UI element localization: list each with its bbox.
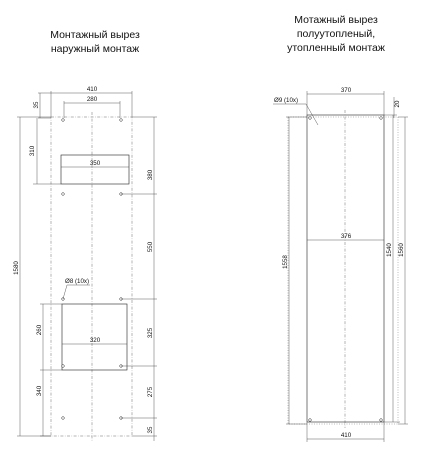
dim-380: 380 [147,169,154,180]
right-hole-callout: Ø9 (10x) [274,97,298,104]
left-top-cutout [60,154,130,185]
dim-20: 20 [394,100,401,107]
dim-325: 325 [147,327,154,338]
right-outer-frame [287,116,399,425]
hole-leader [62,284,68,300]
dim-35-bottom: 35 [147,426,154,433]
left-bottom-cutout [61,303,128,371]
dim-260: 260 [36,324,43,335]
left-hole [119,118,123,122]
right-drawing: Ø9 (10x) 370 20 376 1558 1540 1560 410 [273,87,408,442]
right-title: Мотажный вырез полуутопленый, утопленный… [287,14,385,54]
left-hole [61,416,65,420]
left-title: Монтажный вырез наружный монтаж [50,29,140,55]
left-hole [61,364,65,368]
dim-370: 370 [341,87,352,94]
dim-1558: 1558 [282,255,289,269]
dim-280: 280 [87,96,98,103]
left-hole [61,118,65,122]
dim-376: 376 [341,233,352,240]
dim-275: 275 [147,386,154,397]
dim-350: 350 [90,160,101,167]
left-hole [61,192,65,196]
dim-1580: 1580 [13,261,20,275]
dim-320: 320 [90,337,101,344]
dim-310: 310 [29,145,36,156]
dim-1540: 1540 [386,243,393,257]
left-panel-outline [50,116,133,437]
right-main-cutout [306,114,385,423]
dim-410-bottom: 410 [341,432,352,439]
hole-callout: Ø8 (10x) [65,278,89,285]
dim-35-top: 35 [33,101,40,108]
dim-550: 550 [147,241,154,252]
dim-410: 410 [87,86,98,93]
dim-340: 340 [36,385,43,396]
left-drawing: 410 280 35 310 350 380 1580 550 Ø8 (10x)… [13,86,157,441]
dim-1560: 1560 [398,243,405,257]
right-hole-leader [305,103,319,126]
